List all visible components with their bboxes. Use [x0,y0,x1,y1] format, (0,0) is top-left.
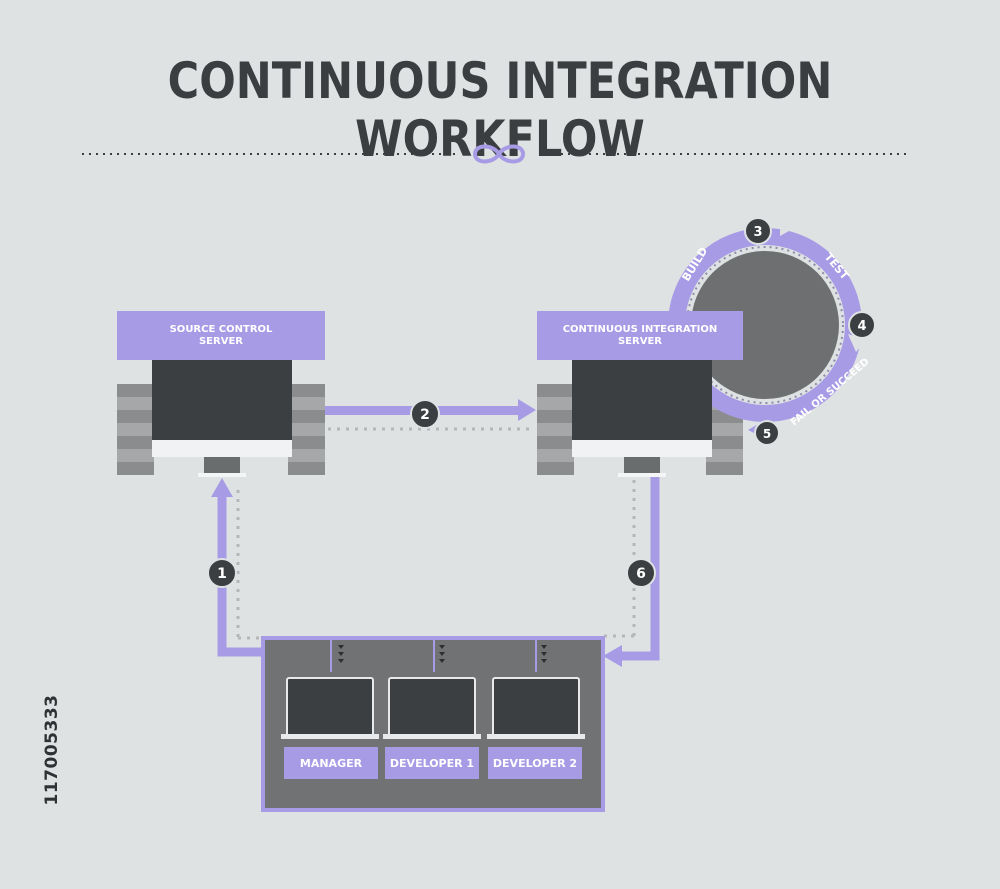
ci-server-monitor [572,355,712,477]
ci-server-rack-left [537,384,574,475]
source-server-monitor [152,355,292,477]
ci-server-label: CONTINUOUS INTEGRATION SERVER [537,311,743,360]
flow-arrow-team-to-source [211,478,270,657]
source-server-label-text: SOURCE CONTROL SERVER [169,323,273,347]
title-divider [82,144,910,164]
developer-1-laptop-icon [383,677,481,739]
step-badge-5: 5 [754,420,780,446]
flow-arrow-ci-to-team [603,477,660,667]
infinity-icon [472,144,526,164]
stock-id: 117005333 [42,694,62,806]
svg-text:2: 2 [420,407,430,423]
team-member-manager: MANAGER [284,747,378,779]
step-badge-1: 1 [207,558,237,588]
developer-2-laptop-icon [487,677,585,739]
svg-text:1: 1 [217,566,227,582]
svg-text:5: 5 [763,427,771,441]
step-badge-3: 3 [744,217,772,245]
ci-server-label-text: CONTINUOUS INTEGRATION SERVER [562,323,718,347]
page-title: CONTINUOUS INTEGRATION WORKFLOW [167,52,833,168]
source-server-rack-left [117,384,154,475]
manager-laptop-icon [281,677,379,739]
svg-text:6: 6 [636,566,646,582]
source-server-rack-right [288,384,325,475]
step-badge-4: 4 [848,311,876,339]
svg-text:3: 3 [753,225,762,240]
step-badge-6: 6 [626,558,656,588]
team-member-developer-2: DEVELOPER 2 [488,747,582,779]
step-badge-2: 2 [410,399,440,429]
svg-text:4: 4 [857,319,866,334]
build-cycle [668,218,866,438]
team-member-developer-1: DEVELOPER 1 [385,747,479,779]
source-server-label: SOURCE CONTROL SERVER [117,311,325,360]
